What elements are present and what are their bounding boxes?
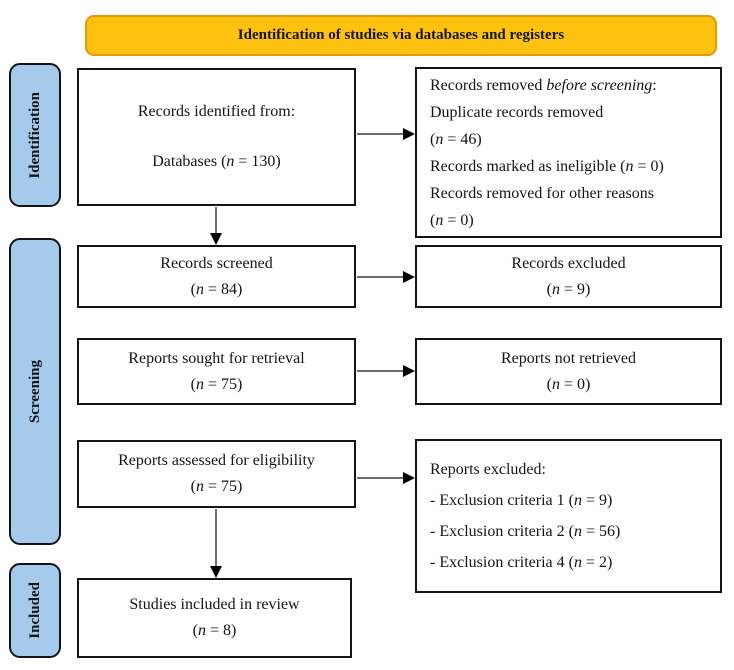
text-line: Records identified from:	[137, 103, 296, 120]
text-line: Records removed before screening:	[430, 76, 657, 94]
text-line: (n = 9)	[546, 280, 591, 298]
stage-label-screening: Screening	[9, 238, 61, 545]
text-line: Records excluded	[511, 254, 626, 272]
header-banner: Identification of studies via databases …	[85, 15, 717, 56]
box-reports-not-retrieved: Reports not retrieved (n = 0)	[415, 338, 722, 405]
stage-label-identification: Identification	[9, 63, 61, 207]
box-records-screened: Records screened (n = 84)	[77, 245, 356, 308]
text-line: (n = 84)	[190, 280, 243, 298]
arrow-assessed-to-included	[210, 509, 222, 578]
box-reports-sought: Reports sought for retrieval (n = 75)	[77, 338, 356, 405]
header-title: Identification of studies via databases …	[237, 27, 565, 43]
text-line: - Exclusion criteria 4 (n = 2)	[430, 554, 613, 571]
text-line: (n = 0)	[546, 375, 591, 393]
arrow-sought-to-not-retrieved	[357, 365, 415, 377]
box-reports-assessed: Reports assessed for eligibility (n = 75…	[77, 440, 356, 508]
text-line: (n = 46)	[430, 130, 482, 148]
text-line: Records removed for other reasons	[430, 184, 654, 202]
box-reports-excluded: Reports excluded: - Exclusion criteria 1…	[415, 439, 722, 593]
stage-label-identification-text: Identification	[26, 91, 43, 179]
text-line: Reports assessed for eligibility	[118, 452, 315, 469]
text-line: Duplicate records removed	[430, 103, 604, 121]
text-line: Records screened	[160, 254, 273, 272]
box-studies-included: Studies included in review (n = 8)	[77, 578, 352, 658]
text-line: Records marked as ineligible (n = 0)	[430, 157, 664, 175]
text-line: (n = 75)	[190, 375, 243, 393]
text-line: (n = 75)	[190, 478, 243, 495]
text-line: Reports sought for retrieval	[128, 349, 305, 367]
text-line: Databases (n = 130)	[152, 153, 281, 170]
text-line: - Exclusion criteria 2 (n = 56)	[430, 523, 621, 540]
text-line: (n = 8)	[192, 622, 237, 639]
arrow-identified-to-removed	[357, 128, 415, 140]
arrow-screened-to-excluded	[357, 271, 415, 283]
box-records-removed: Records removed before screening: Duplic…	[415, 67, 722, 238]
stage-label-included: Included	[9, 563, 61, 658]
text-line: (n = 0)	[430, 211, 474, 229]
text-line: Reports not retrieved	[500, 349, 637, 367]
text-line: - Exclusion criteria 1 (n = 9)	[430, 492, 613, 509]
arrow-identified-to-screened	[210, 207, 222, 245]
stage-label-included-text: Included	[26, 582, 43, 639]
box-records-excluded: Records excluded (n = 9)	[415, 245, 722, 308]
text-line: Reports excluded:	[430, 461, 546, 478]
stage-label-screening-text: Screening	[26, 359, 43, 424]
arrow-assessed-to-excluded	[357, 472, 415, 484]
text-line: Studies included in review	[129, 596, 300, 613]
box-records-identified: Records identified from: Databases (n = …	[77, 68, 356, 206]
